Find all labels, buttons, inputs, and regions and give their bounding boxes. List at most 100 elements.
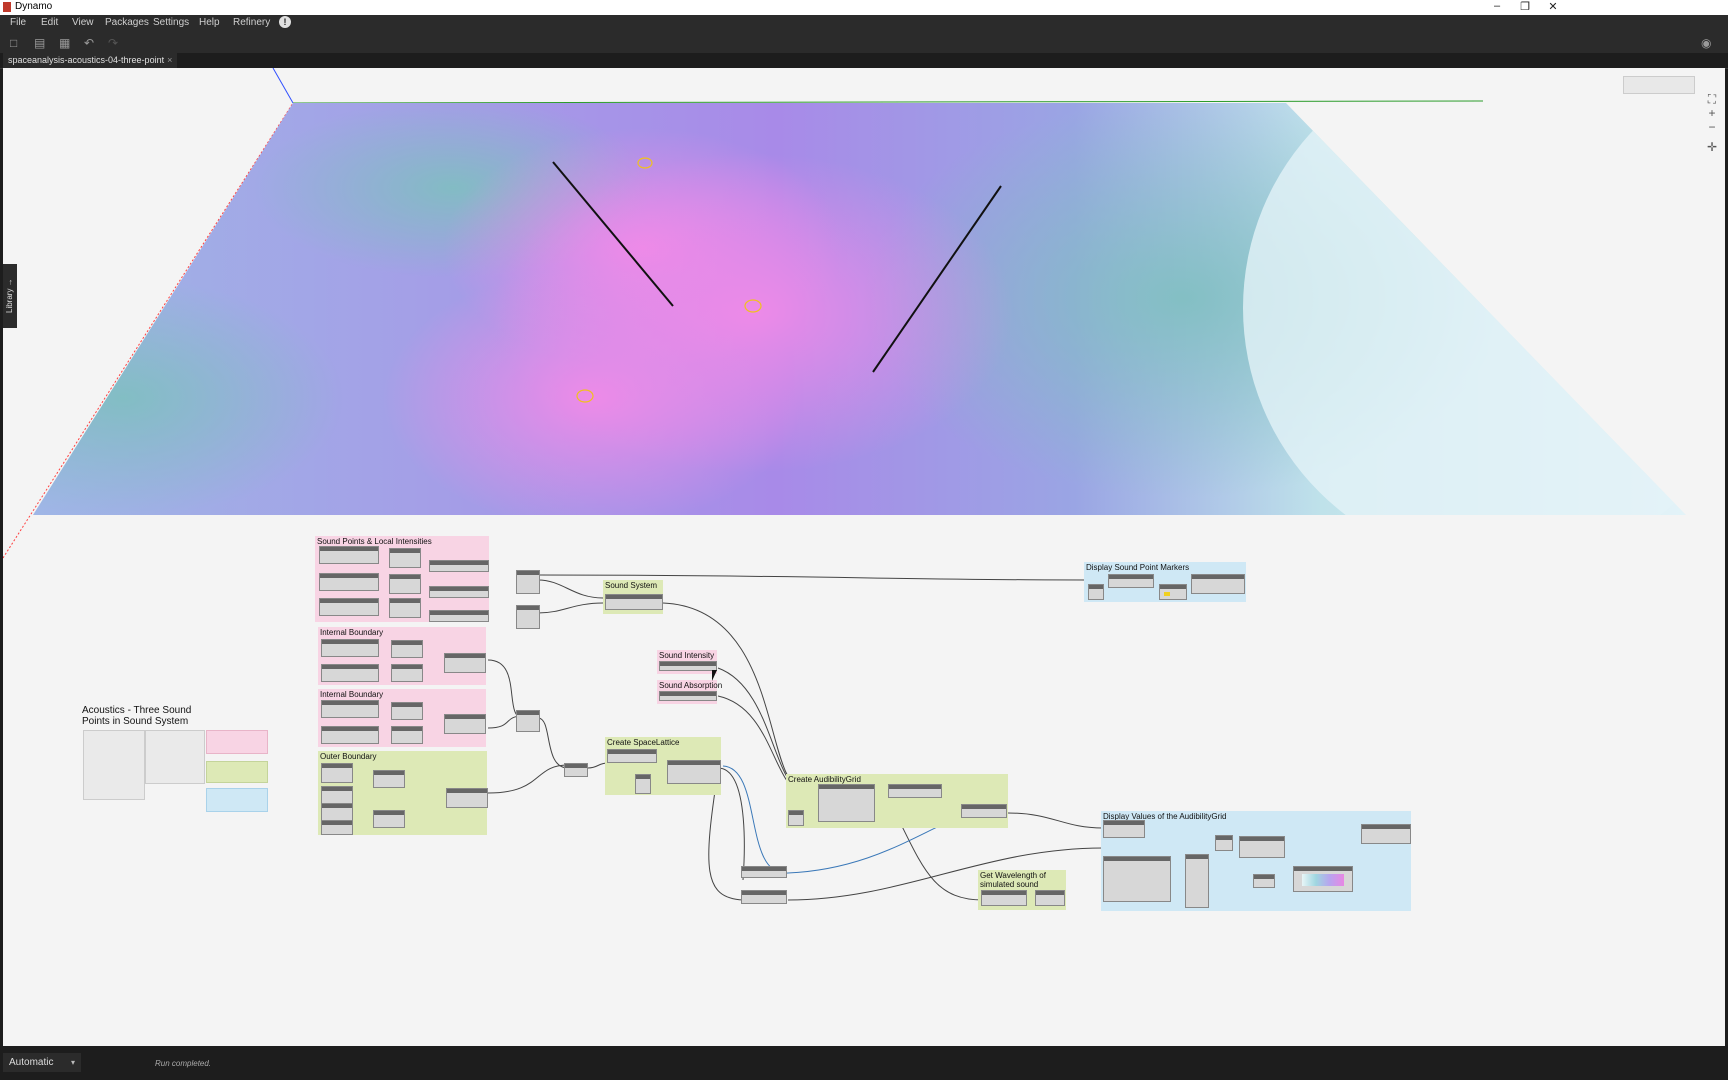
dynamo-app-icon: [3, 2, 11, 12]
3d-background-preview[interactable]: [3, 68, 1725, 1046]
circle-by-center-node[interactable]: [1108, 574, 1154, 588]
code-block-node[interactable]: [564, 763, 588, 777]
watch-node[interactable]: [1035, 890, 1065, 906]
code-block-node[interactable]: [321, 820, 353, 835]
tab-bar: spaceanalysis-acoustics-04-three-point×: [0, 53, 1728, 69]
point-by-coordinates-node[interactable]: [391, 664, 423, 682]
new-file-icon[interactable]: □: [10, 36, 18, 50]
sound-system-node[interactable]: [605, 594, 663, 610]
flatten-node[interactable]: [516, 710, 540, 732]
line-by-start-end-node[interactable]: [444, 714, 486, 734]
code-block-node[interactable]: [321, 786, 353, 804]
workspace-canvas[interactable]: Library → ⛶ + − ✛ Sound Points & Local I…: [3, 68, 1725, 1046]
sound-intensity-slider[interactable]: [659, 661, 717, 671]
zoom-fit-icon[interactable]: ⛶: [1707, 92, 1717, 106]
save-icon[interactable]: ▦: [59, 36, 71, 50]
open-file-icon[interactable]: ▤: [34, 36, 46, 50]
run-mode-dropdown[interactable]: Automatic ▾: [3, 1053, 81, 1072]
group-title: Internal Boundary: [320, 690, 384, 699]
remap-range-node[interactable]: [1239, 836, 1285, 858]
rectangle-by-corners-node[interactable]: [446, 788, 488, 808]
list-create-node[interactable]: [516, 570, 540, 594]
code-block-node[interactable]: [1103, 856, 1171, 902]
camera-icon[interactable]: ◉: [1701, 36, 1712, 50]
list-create-node[interactable]: [516, 605, 540, 629]
library-toggle[interactable]: Library →: [3, 264, 17, 328]
point-by-coordinates-node[interactable]: [389, 574, 421, 594]
number-slider-node[interactable]: [321, 664, 379, 682]
number-slider-node[interactable]: [319, 598, 379, 616]
line-by-start-end-node[interactable]: [444, 653, 486, 673]
lattice-points-node[interactable]: [741, 866, 787, 878]
status-bar: Automatic ▾ Run completed.: [0, 1046, 1728, 1080]
title-bar: Dynamo – ❐ ✕: [0, 0, 1728, 15]
number-slider-node[interactable]: [319, 546, 379, 564]
menu-settings[interactable]: Settings: [153, 17, 190, 28]
geometry-graph-view-toggle[interactable]: [1623, 76, 1695, 94]
pan-icon[interactable]: ✛: [1706, 140, 1718, 154]
geometry-color-node[interactable]: [1191, 574, 1245, 594]
wavelength-node[interactable]: [981, 890, 1027, 906]
minimize-button[interactable]: –: [1493, 0, 1501, 12]
number-slider-node[interactable]: [321, 726, 379, 744]
list-create-node[interactable]: [1185, 854, 1209, 908]
number-slider-node[interactable]: [319, 573, 379, 591]
notification-icon[interactable]: !: [279, 16, 291, 28]
audibility-grid-node[interactable]: [818, 784, 875, 822]
code-block-node[interactable]: [1088, 584, 1104, 600]
color-range-node[interactable]: [1293, 866, 1353, 892]
menu-edit[interactable]: Edit: [41, 17, 59, 28]
menu-file[interactable]: File: [10, 17, 27, 28]
geometry-color-node[interactable]: [1361, 824, 1411, 844]
number-slider-node[interactable]: [429, 560, 489, 572]
number-slider-node[interactable]: [429, 586, 489, 598]
code-block-node[interactable]: [635, 774, 651, 794]
point-by-coordinates-node[interactable]: [391, 640, 423, 658]
lattice-cells-node[interactable]: [741, 890, 787, 904]
code-block-node[interactable]: [321, 763, 353, 783]
point-by-coordinates-node[interactable]: [389, 598, 421, 618]
audibility-grid-points-node[interactable]: [961, 804, 1007, 818]
code-block-node[interactable]: [1253, 874, 1275, 888]
code-block-node[interactable]: [321, 803, 353, 821]
menu-bar: File Edit View Packages Settings Help Re…: [0, 15, 1728, 33]
point-by-coordinates-node[interactable]: [373, 770, 405, 788]
color-picker-node[interactable]: [1159, 584, 1187, 600]
run-status-message: Run completed.: [155, 1059, 212, 1068]
zoom-out-icon[interactable]: −: [1708, 120, 1716, 134]
restore-button[interactable]: ❐: [1520, 1, 1530, 13]
redo-icon[interactable]: ↷: [108, 36, 119, 50]
number-slider-node[interactable]: [321, 700, 379, 718]
group-title: Create SpaceLattice: [607, 738, 680, 747]
undo-icon[interactable]: ↶: [84, 36, 95, 50]
zoom-in-icon[interactable]: +: [1708, 106, 1716, 120]
number-slider-node[interactable]: [429, 610, 489, 622]
mouse-cursor-icon: [712, 670, 722, 681]
point-by-coordinates-node[interactable]: [389, 548, 421, 568]
number-slider-node[interactable]: [321, 639, 379, 657]
menu-refinery[interactable]: Refinery: [233, 17, 271, 28]
code-block-node[interactable]: [1103, 820, 1145, 838]
spacelattice-input-node[interactable]: [607, 749, 657, 763]
code-block-node[interactable]: [1215, 835, 1233, 851]
tab-close-icon[interactable]: ×: [167, 55, 173, 65]
menu-packages[interactable]: Packages: [105, 17, 149, 28]
menu-view[interactable]: View: [72, 17, 94, 28]
graph-description-panel: [83, 730, 145, 800]
close-window-button[interactable]: ✕: [1548, 1, 1558, 13]
group-title: Display Sound Point Markers: [1086, 563, 1190, 572]
graph-description-panel: [145, 730, 205, 784]
code-block-node[interactable]: [788, 810, 804, 826]
audibility-grid-values-node[interactable]: [888, 784, 942, 798]
window-title: Dynamo: [15, 1, 53, 12]
toolbar: □ ▤ ▦ ↶ ↷ ◉: [0, 33, 1728, 53]
group-title: Outer Boundary: [320, 752, 377, 761]
tab-workspace[interactable]: spaceanalysis-acoustics-04-three-point×: [3, 53, 178, 68]
sound-absorption-slider[interactable]: [659, 691, 717, 701]
graph-title-note[interactable]: Acoustics - Three Sound Points in Sound …: [82, 705, 192, 727]
menu-help[interactable]: Help: [199, 17, 220, 28]
spacelattice-node[interactable]: [667, 760, 721, 784]
point-by-coordinates-node[interactable]: [373, 810, 405, 828]
point-by-coordinates-node[interactable]: [391, 726, 423, 744]
point-by-coordinates-node[interactable]: [391, 702, 423, 720]
